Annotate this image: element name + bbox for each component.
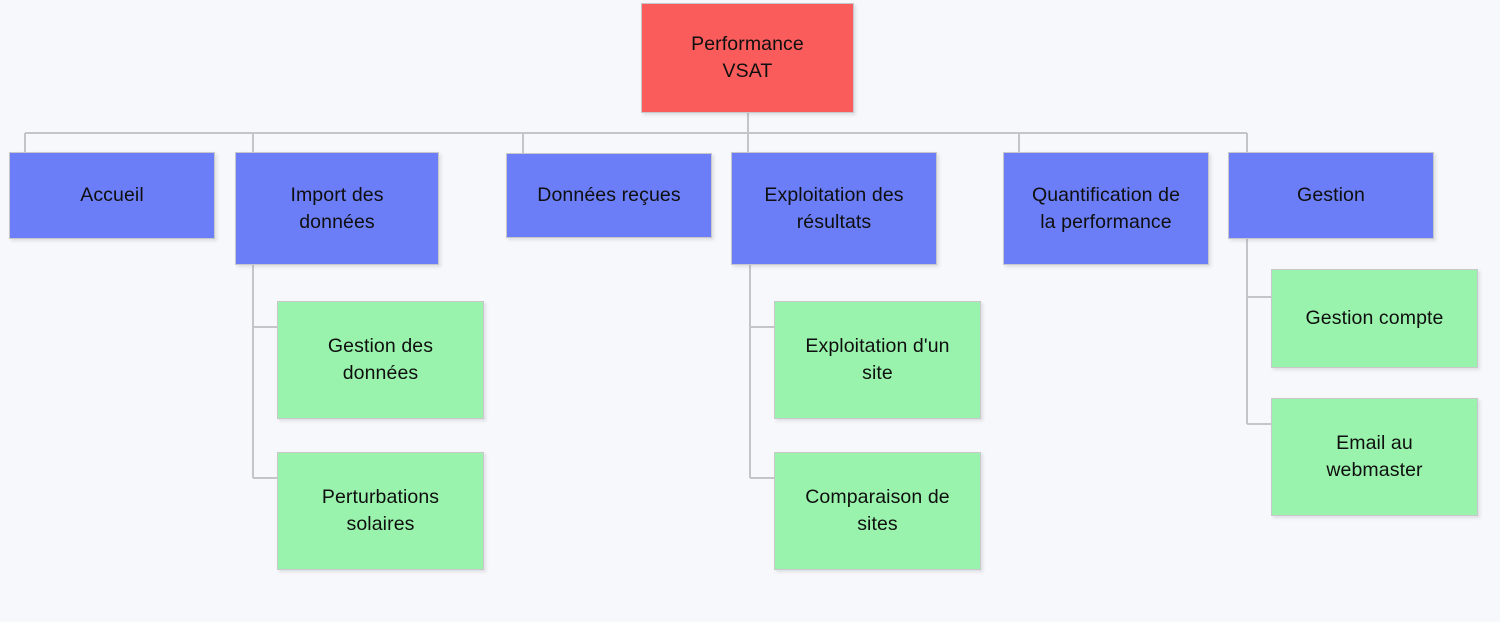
node-performance-vsat[interactable]: Performance VSAT	[641, 3, 854, 113]
node-exploitation-des-resultats[interactable]: Exploitation des résultats	[731, 152, 937, 265]
node-accueil[interactable]: Accueil	[9, 152, 215, 239]
node-email-au-webmaster[interactable]: Email au webmaster	[1271, 398, 1478, 516]
node-gestion-des-donnees[interactable]: Gestion des données	[277, 301, 484, 419]
node-exploitation-dun-site[interactable]: Exploitation d'un site	[774, 301, 981, 419]
node-comparaison-de-sites[interactable]: Comparaison de sites	[774, 452, 981, 570]
node-quantification-de-la-performance[interactable]: Quantification de la performance	[1003, 152, 1209, 265]
node-perturbations-solaires[interactable]: Perturbations solaires	[277, 452, 484, 570]
node-donnees-recues[interactable]: Données reçues	[506, 153, 712, 238]
node-import-des-donnees[interactable]: Import des données	[235, 152, 439, 265]
node-gestion[interactable]: Gestion	[1228, 152, 1434, 239]
node-gestion-compte[interactable]: Gestion compte	[1271, 269, 1478, 368]
